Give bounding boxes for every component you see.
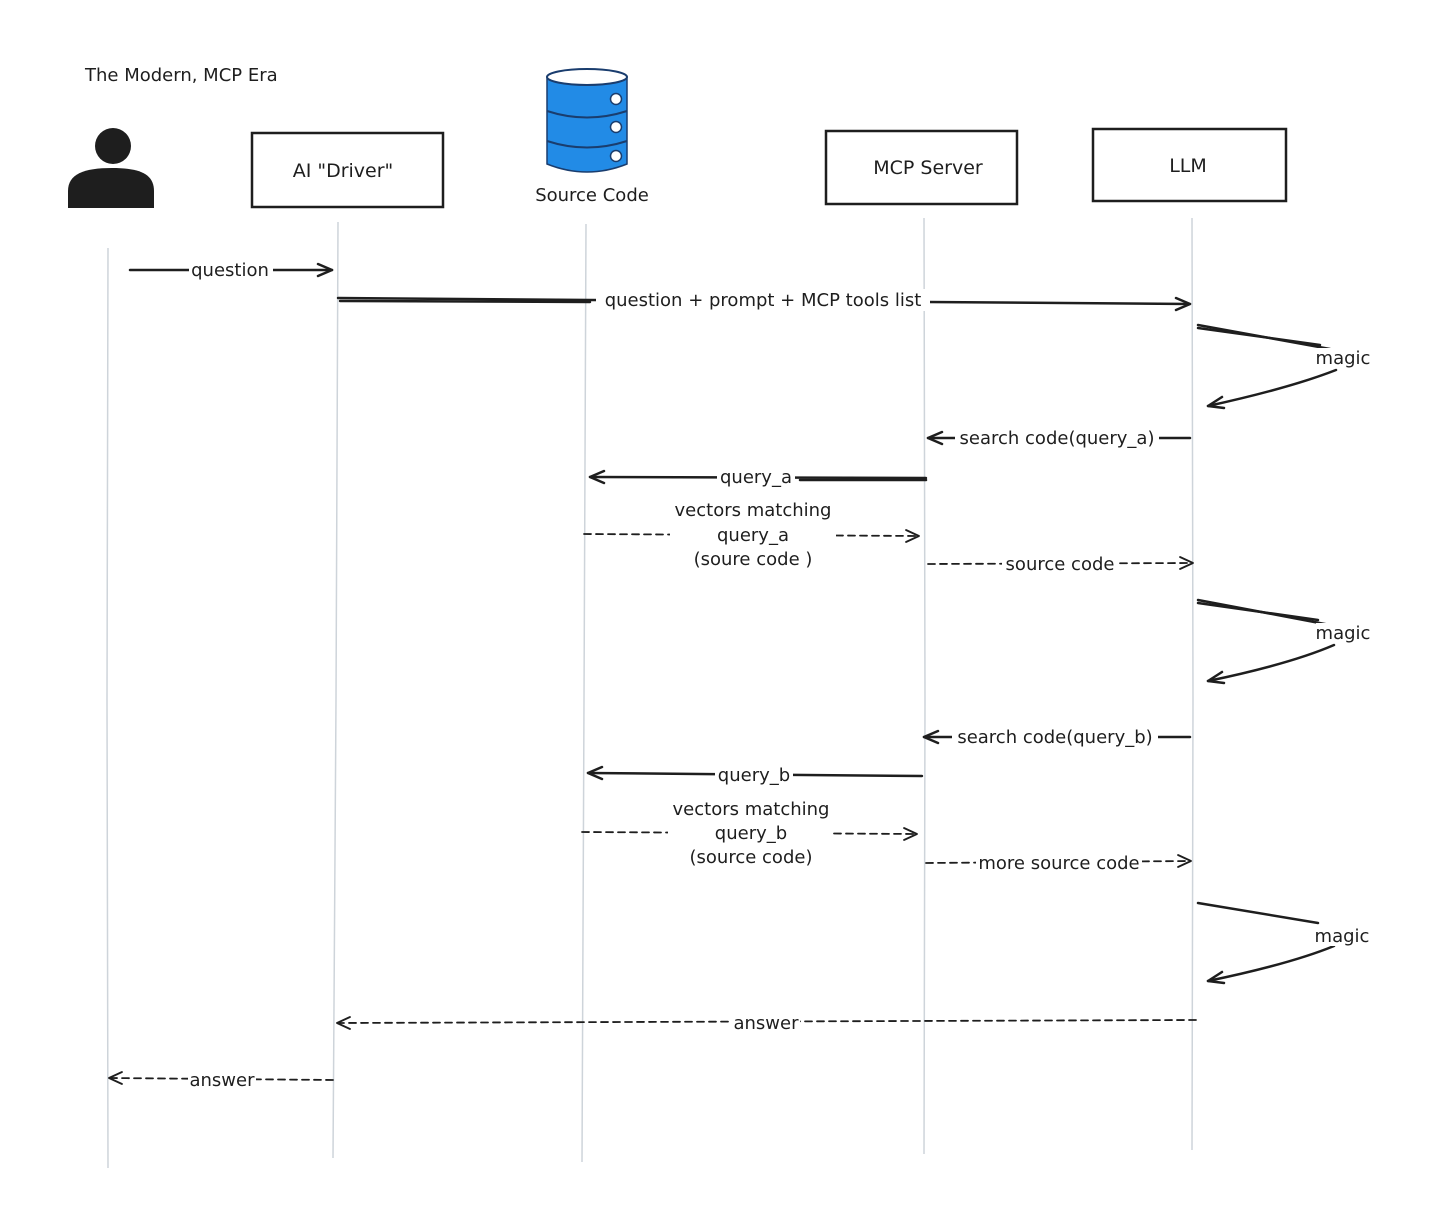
actor-mcp: MCP Server: [824, 129, 1019, 206]
message-magic-3: magic: [1196, 901, 1370, 985]
mcp-label: MCP Server: [873, 157, 983, 179]
message-search-code-a: search code(query_a): [926, 428, 1192, 450]
message-source-code: source code: [927, 554, 1194, 576]
llm-box: [1091, 127, 1288, 203]
self-loop-double: [1196, 601, 1320, 622]
diagram-title: The Modern, MCP Era: [84, 65, 278, 86]
message-label-line-1: vectors matching: [675, 500, 832, 521]
arrowhead: [926, 430, 944, 446]
arrowhead: [905, 529, 920, 543]
self-loop-return: [1206, 944, 1336, 983]
actor-user: [68, 128, 154, 208]
message-line: [581, 831, 917, 835]
message-label: magic: [1315, 926, 1370, 947]
message-label: magic: [1316, 348, 1371, 369]
arrowhead: [588, 469, 606, 485]
arrowhead: [108, 1071, 123, 1085]
llm-label: LLM: [1169, 155, 1207, 177]
message-label: answer: [733, 1013, 799, 1034]
message-query-b: query_b: [586, 764, 924, 786]
arrowhead: [1206, 670, 1226, 685]
lifeline-source: [581, 223, 587, 1163]
message-label-line-2: query_a: [717, 525, 789, 546]
message-label: source code: [1006, 554, 1115, 575]
driver-label: AI "Driver": [293, 160, 394, 182]
arrowhead: [1179, 556, 1194, 570]
lifeline-llm: [1191, 217, 1194, 1151]
message-question-prompt-tools: question + prompt + MCP tools list: [336, 289, 1192, 312]
actor-llm: LLM: [1091, 127, 1288, 203]
actor-driver: AI "Driver": [250, 131, 445, 209]
lifeline-mcp: [923, 217, 926, 1155]
arrowhead: [1206, 970, 1226, 985]
lifelines: [106, 217, 1194, 1169]
message-label: magic: [1316, 623, 1371, 644]
self-loop: [1196, 901, 1320, 925]
arrowhead: [316, 262, 334, 278]
message-vectors-a: vectors matching query_a (soure code ): [583, 498, 920, 570]
message-label-line-3: (source code): [690, 847, 813, 868]
message-label: question: [191, 260, 269, 281]
self-loop-return: [1206, 368, 1338, 408]
source-label: Source Code: [535, 185, 649, 206]
database-icon: [546, 68, 628, 173]
user-icon: [68, 128, 154, 208]
message-magic-2: magic: [1196, 598, 1371, 685]
message-answer-to-driver: answer: [336, 1012, 1197, 1034]
arrowhead: [586, 765, 604, 781]
message-line-double: [338, 299, 592, 304]
message-label: question + prompt + MCP tools list: [605, 290, 922, 311]
driver-box: [250, 131, 445, 209]
arrowhead: [336, 1016, 351, 1030]
self-loop-return: [1206, 643, 1336, 683]
message-answer-to-user: answer: [108, 1069, 334, 1091]
message-label-line-2: query_b: [715, 823, 787, 844]
message-question: question: [128, 259, 334, 281]
message-label-line-3: (soure code ): [694, 549, 813, 570]
arrowhead: [1206, 395, 1226, 410]
message-label: search code(query_b): [957, 727, 1152, 748]
message-label: search code(query_a): [960, 428, 1155, 449]
lifeline-driver: [332, 221, 339, 1159]
message-label: query_a: [720, 467, 792, 488]
arrowhead: [922, 729, 940, 745]
mcp-box: [824, 129, 1019, 206]
actor-source: Source Code: [535, 68, 649, 206]
message-search-code-b: search code(query_b): [922, 726, 1192, 748]
message-query-a: query_a: [588, 467, 928, 489]
message-label: answer: [189, 1070, 255, 1091]
lifeline-user: [106, 247, 109, 1169]
arrowhead: [1174, 296, 1192, 312]
message-magic-1: magic: [1196, 323, 1371, 410]
message-label: query_b: [718, 765, 790, 786]
message-line: [337, 1019, 1197, 1024]
message-line: [583, 533, 919, 537]
arrowhead: [903, 827, 918, 841]
message-more-source-code: more source code: [925, 852, 1192, 874]
message-vectors-b: vectors matching query_b (source code): [581, 797, 918, 869]
arrowhead: [1177, 854, 1192, 868]
message-label-line-1: vectors matching: [673, 799, 830, 820]
self-loop-double: [1196, 326, 1322, 347]
message-label: more source code: [978, 853, 1139, 874]
